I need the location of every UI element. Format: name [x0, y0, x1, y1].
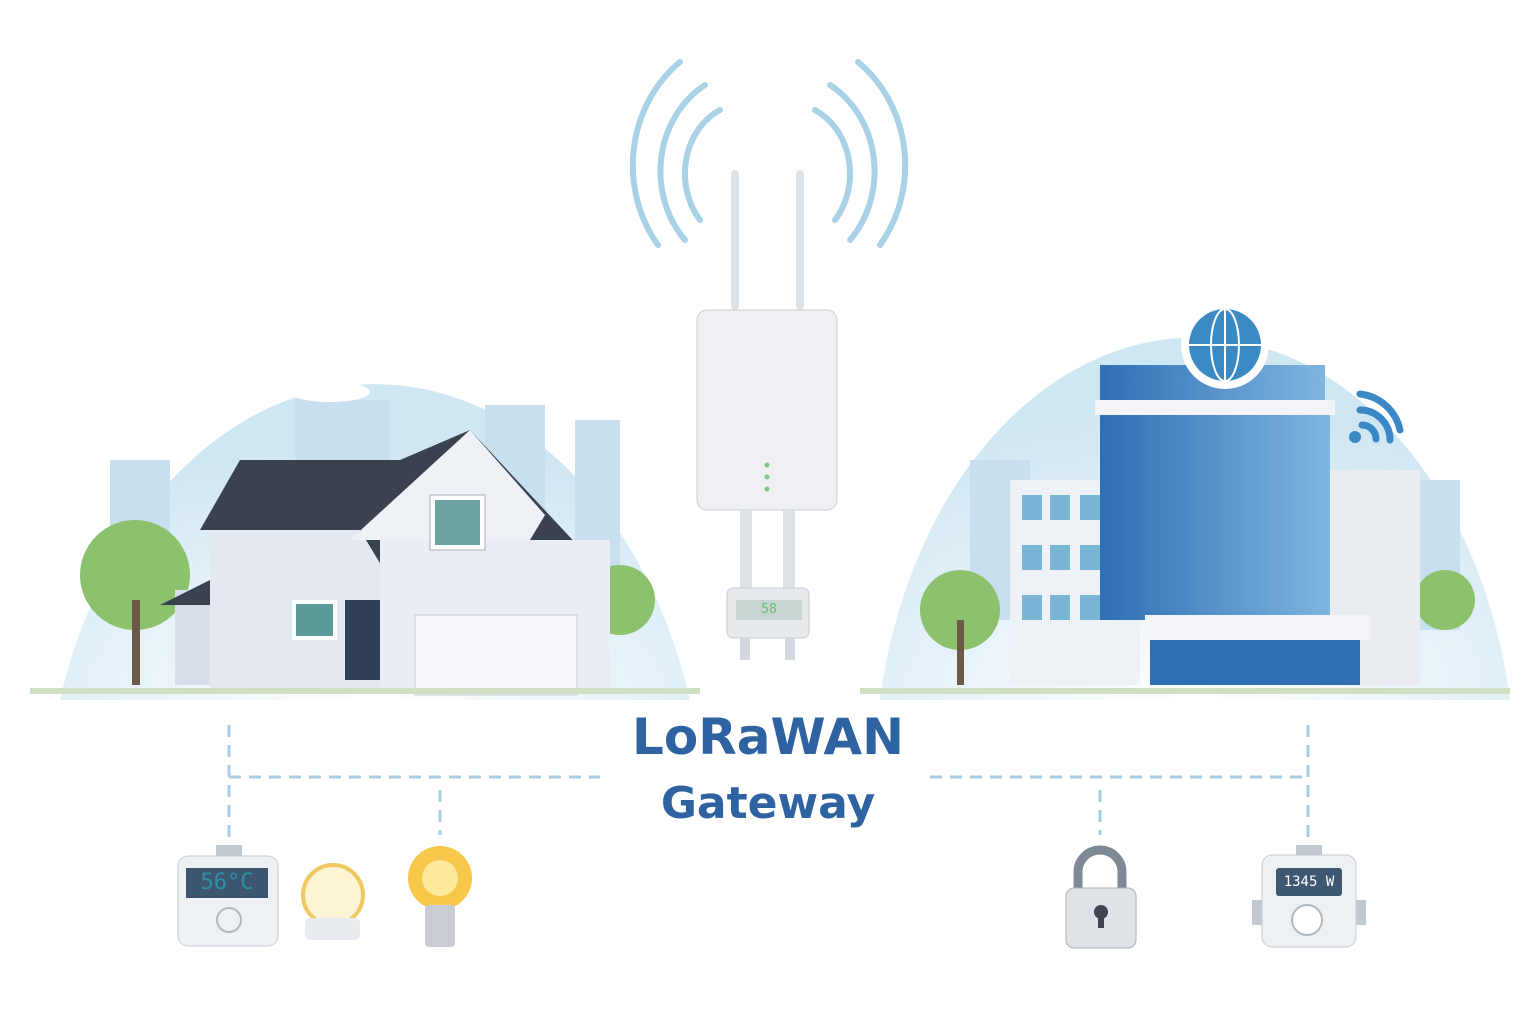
office-building	[1010, 301, 1420, 685]
power-meter-display: 1345 W	[1276, 868, 1342, 896]
light-bulb-icon	[408, 846, 472, 947]
lock-icon	[1065, 845, 1137, 949]
thermostat-display: 56°C	[186, 868, 268, 898]
connection-lines	[227, 725, 1310, 840]
title-lorawan: LoRaWAN	[632, 708, 904, 766]
title-gateway: Gateway	[660, 778, 876, 829]
smart-bulb-icon	[301, 863, 365, 940]
gateway-display: 58	[736, 600, 802, 620]
wifi-icon	[1356, 390, 1404, 444]
house	[160, 430, 610, 696]
power-meter-device	[1252, 845, 1366, 948]
cloud-icon	[165, 310, 1365, 420]
signal-waves-icon	[629, 59, 909, 248]
gateway-device	[696, 170, 838, 660]
